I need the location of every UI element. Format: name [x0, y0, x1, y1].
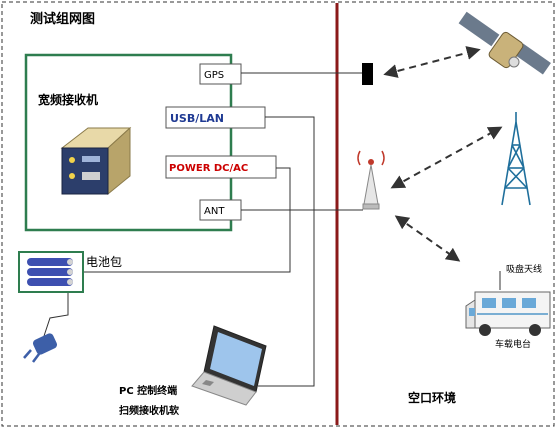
pc-label-line2: 扫频接收机软: [119, 404, 179, 417]
gps-port-box: [199, 63, 242, 85]
vehicle-station-label: 车载电台: [495, 338, 531, 350]
battery-pack-icon: [27, 258, 73, 286]
power-plug-icon: [23, 333, 58, 363]
power-cable: [84, 167, 291, 273]
power-port-label: POWER DC/AC: [169, 163, 248, 174]
receiver-device-icon: [60, 126, 132, 196]
battery-label: 电池包: [86, 255, 122, 269]
tower-link-arrow: [390, 126, 503, 189]
receiver-box: [24, 53, 233, 232]
usb-cable: [258, 116, 315, 387]
antenna-icon: [357, 150, 385, 210]
plug-cable: [43, 291, 69, 337]
pc-label-line1: PC 控制终端: [119, 384, 177, 397]
receiver-label: 宽频接收机: [37, 92, 98, 107]
vehicle-antenna-label: 吸盘天线: [506, 263, 542, 275]
laptop-icon: [191, 325, 267, 406]
ant-port-label: ANT: [204, 206, 225, 217]
power-port-box: [165, 155, 277, 179]
vehicle-icon: [465, 271, 551, 336]
vehicle-link-arrow: [394, 215, 461, 262]
satellite-icon: [458, 11, 551, 75]
gps-port-label: GPS: [204, 70, 224, 81]
gps-link-arrow: [383, 46, 481, 78]
gps-antenna-icon: [362, 63, 373, 85]
cell-tower-icon: [501, 112, 531, 206]
air-interface-label: 空口环境: [408, 390, 456, 405]
diagram-title: 测试组网图: [30, 11, 95, 27]
usb-lan-port-label: USB/LAN: [170, 112, 224, 125]
